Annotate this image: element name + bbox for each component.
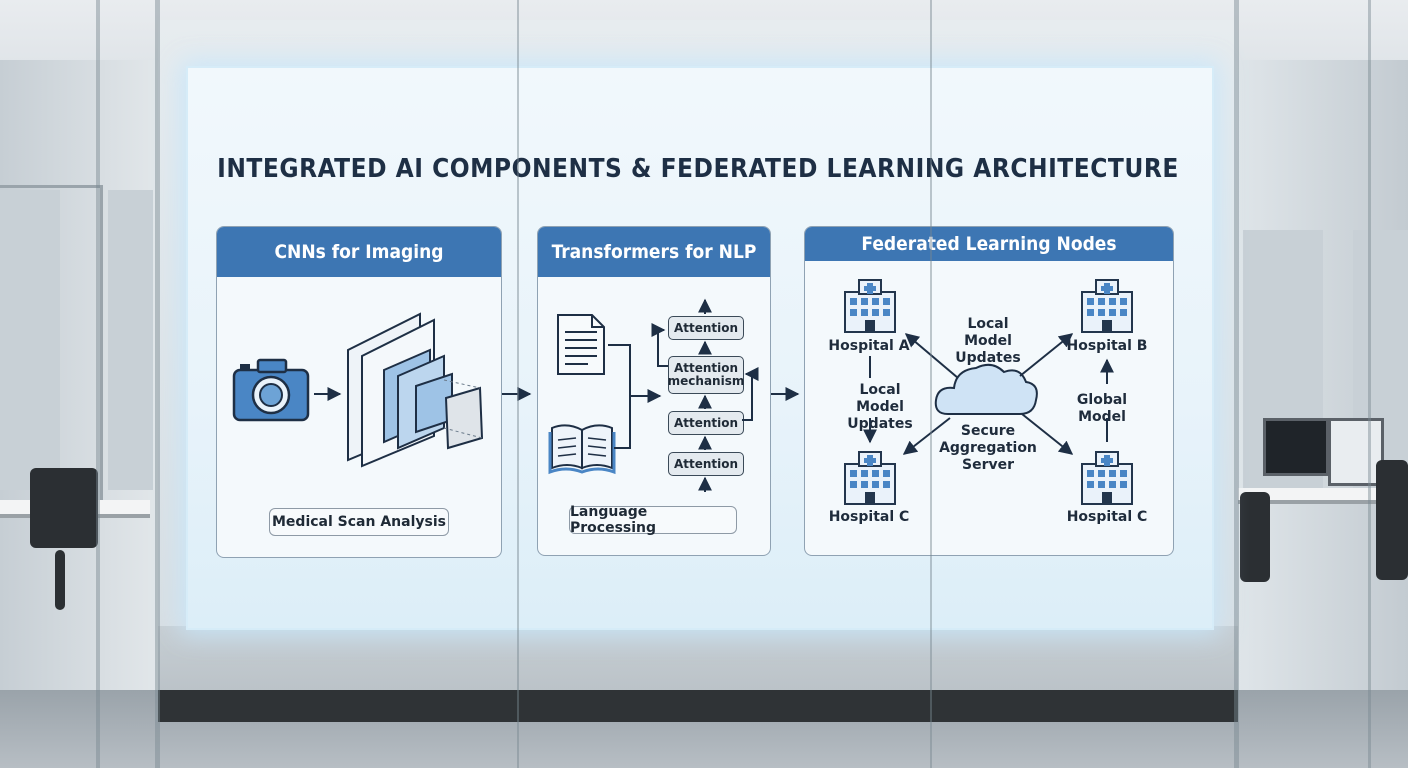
cnn-panel-header: CNNs for Imaging [217, 227, 501, 277]
glass-frame [1234, 0, 1239, 768]
cloud-icon [934, 363, 1038, 415]
glass-frame [1368, 0, 1371, 768]
document-icon [557, 314, 605, 375]
hospital-icon [1081, 451, 1133, 505]
local-updates-left-label: Local Model Updates [847, 382, 913, 432]
global-model-label: Global Model [1076, 392, 1128, 425]
glass-frame [155, 0, 160, 768]
attention-mechanism-block: Attention mechanism [668, 356, 744, 394]
hospital-c-left-label: Hospital C [828, 509, 910, 525]
attention-block: Attention [668, 316, 744, 340]
wall-trim [158, 690, 1238, 722]
local-updates-top-label: Local Model Updates [955, 316, 1021, 366]
right-office [1238, 60, 1408, 700]
hospital-icon [844, 451, 896, 505]
attention-block: Attention [668, 452, 744, 476]
glass-frame [517, 0, 519, 768]
secure-aggregation-server-label: Secure Aggregation Server [939, 423, 1037, 473]
open-book-icon [548, 424, 616, 475]
glass-frame [96, 0, 100, 768]
diagram-title: INTEGRATED AI COMPONENTS & FEDERATED LEA… [217, 154, 1179, 184]
camera-icon [232, 358, 310, 422]
hospital-b-label: Hospital B [1066, 338, 1148, 354]
cnn-caption: Medical Scan Analysis [269, 508, 449, 536]
left-office [0, 60, 158, 710]
federated-panel-header: Federated Learning Nodes [805, 227, 1173, 261]
hospital-c-right-label: Hospital C [1066, 509, 1148, 525]
cnn-layers-icon [347, 312, 484, 468]
federated-arrows [863, 333, 1114, 455]
glass-frame [930, 0, 932, 768]
nlp-panel-header: Transformers for NLP [538, 227, 770, 277]
hospital-icon [1081, 279, 1133, 333]
hospital-icon [844, 279, 896, 333]
hospital-a-label: Hospital A [828, 338, 910, 354]
attention-block: Attention [668, 411, 744, 435]
nlp-connectors [608, 298, 759, 492]
nlp-caption: Language Processing [569, 504, 737, 536]
